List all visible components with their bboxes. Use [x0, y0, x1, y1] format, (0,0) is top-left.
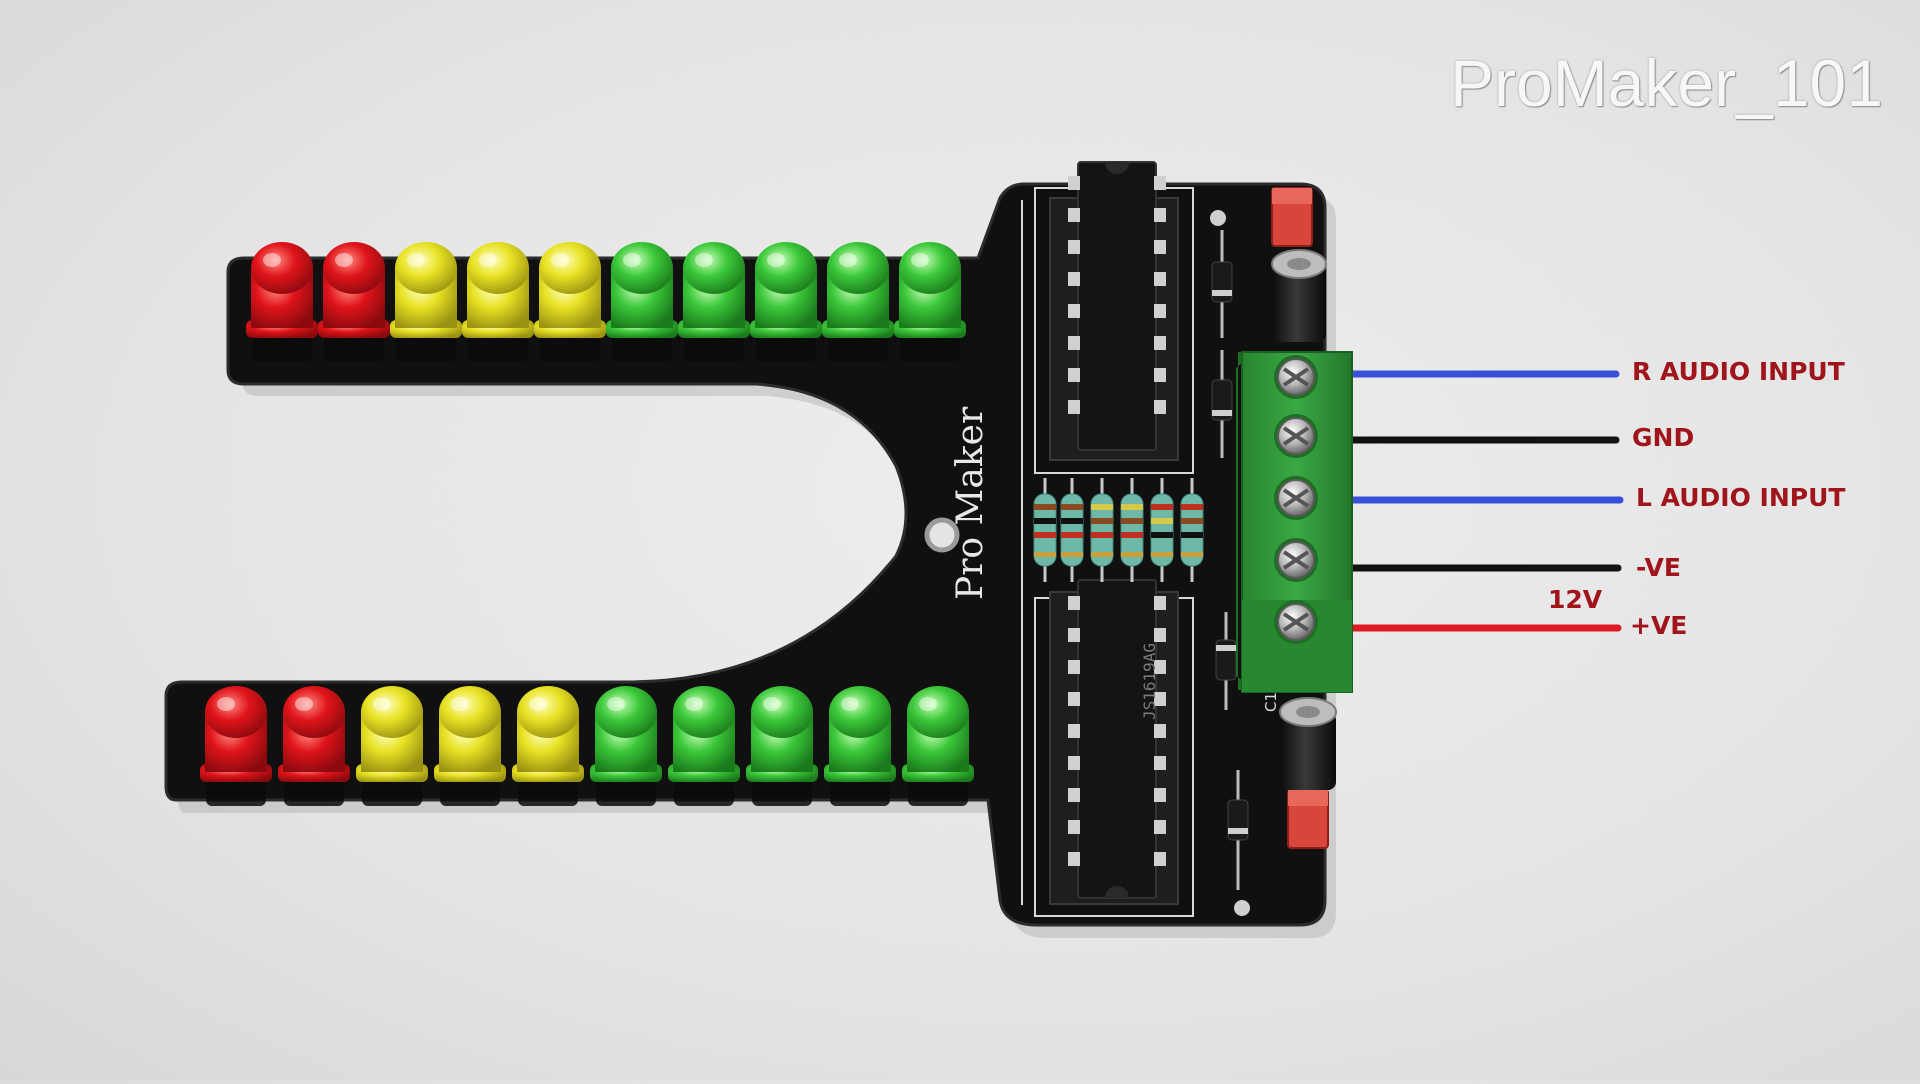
ic-pin [1068, 596, 1080, 610]
mounting-hole [924, 517, 960, 553]
ic-pins-top [1068, 176, 1166, 414]
ic-pin [1068, 724, 1080, 738]
ic-pin [1068, 336, 1080, 350]
terminal-label: -VE [1636, 553, 1681, 582]
led-row-bottom [200, 686, 974, 806]
ic-marking-text: JS1619AG [1140, 642, 1159, 720]
capacitor-bottom [1279, 697, 1337, 790]
diode-top [1211, 230, 1233, 338]
voltage-label: 12V [1548, 585, 1603, 614]
led-yellow [534, 242, 606, 362]
ic-pin [1154, 660, 1166, 674]
terminal-screw [1274, 538, 1318, 582]
terminal-label: R AUDIO INPUT [1632, 357, 1845, 386]
ic-pin [1068, 176, 1080, 190]
terminal-screws [1274, 355, 1318, 644]
ic-pin [1154, 756, 1166, 770]
channel-watermark: ProMaker_101 [1450, 46, 1883, 120]
ic-pin [1154, 596, 1166, 610]
terminal-label: GND [1632, 423, 1695, 452]
solder-pad [1234, 900, 1250, 916]
ic-pin [1154, 176, 1166, 190]
led-red [318, 242, 390, 362]
ic-pin [1154, 852, 1166, 866]
ic-pin [1154, 820, 1166, 834]
ic-pin [1068, 692, 1080, 706]
resistor [1033, 478, 1057, 582]
capacitor-label: C1 [1262, 691, 1280, 712]
led-yellow [434, 686, 506, 806]
ic-pin [1154, 368, 1166, 382]
led-green [822, 242, 894, 362]
resistor [1150, 478, 1174, 582]
ic-pin [1068, 820, 1080, 834]
ic-pin [1154, 240, 1166, 254]
led-yellow [512, 686, 584, 806]
resistor [1180, 478, 1204, 582]
ic-pin [1154, 724, 1166, 738]
terminal-label: +VE [1630, 611, 1688, 640]
led-red [200, 686, 272, 806]
led-green [750, 242, 822, 362]
led-green [606, 242, 678, 362]
ic-pin [1154, 628, 1166, 642]
capacitor-top [1271, 249, 1327, 342]
diode-lower [1215, 612, 1237, 710]
ic-pin [1068, 304, 1080, 318]
led-yellow [356, 686, 428, 806]
ic-pin [1068, 208, 1080, 222]
terminal-screw [1274, 414, 1318, 458]
led-red [246, 242, 318, 362]
terminal-label: L AUDIO INPUT [1636, 483, 1846, 512]
resistor [1120, 478, 1144, 582]
led-green [894, 242, 966, 362]
terminal-screw [1274, 476, 1318, 520]
led-yellow [462, 242, 534, 362]
trimmer-top-cap [1272, 188, 1312, 204]
ic-pin [1154, 336, 1166, 350]
ic-pin [1154, 304, 1166, 318]
ic-pins-bottom [1068, 596, 1166, 866]
diode-bottom [1227, 770, 1249, 890]
ic-pin [1154, 400, 1166, 414]
solder-pad [1210, 210, 1226, 226]
pcb-edge [164, 182, 1327, 927]
ic-pin [1068, 240, 1080, 254]
led-green [678, 242, 750, 362]
led-green [902, 686, 974, 806]
pcb-silkscreen-text: Pro Maker [950, 406, 991, 600]
ic-pin [1154, 272, 1166, 286]
wire-group [1340, 370, 1624, 632]
ic-pin [1068, 628, 1080, 642]
trimmer-bottom-cap [1288, 790, 1328, 806]
diode-mid [1211, 350, 1233, 458]
resistor-array [1033, 478, 1204, 582]
ic-pin [1068, 368, 1080, 382]
resistor [1060, 478, 1084, 582]
ic-pin [1154, 208, 1166, 222]
led-green [824, 686, 896, 806]
ic-pin [1154, 692, 1166, 706]
resistor [1090, 478, 1114, 582]
led-row-top [246, 242, 966, 362]
led-green [668, 686, 740, 806]
led-green [746, 686, 818, 806]
ic-pin [1068, 400, 1080, 414]
ic-pin [1068, 272, 1080, 286]
led-red [278, 686, 350, 806]
ic-pin [1154, 788, 1166, 802]
ic-pin [1068, 788, 1080, 802]
ic-pin [1068, 852, 1080, 866]
ic-pin [1068, 660, 1080, 674]
terminal-screw [1274, 355, 1318, 399]
ic-pin [1068, 756, 1080, 770]
led-yellow [390, 242, 462, 362]
led-green [590, 686, 662, 806]
terminal-screw [1274, 600, 1318, 644]
